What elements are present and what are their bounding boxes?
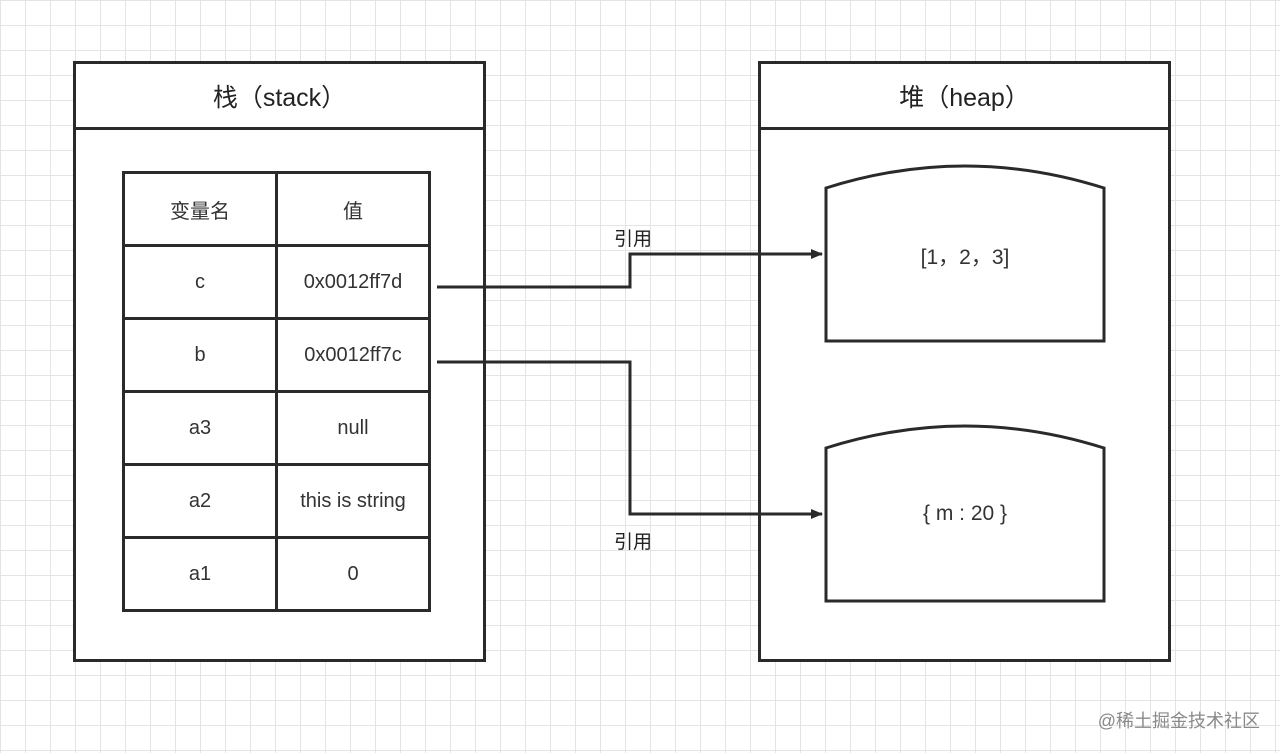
- table-row: a3 null: [122, 390, 431, 466]
- variable-name-cell: a1: [122, 536, 278, 612]
- table-row: a1 0: [122, 536, 431, 612]
- variable-value-cell: this is string: [275, 463, 431, 539]
- watermark: @稀土掘金技术社区: [1097, 711, 1260, 731]
- reference-arrow: [437, 249, 823, 289]
- column-header-value: 值: [275, 171, 431, 247]
- heap-object-label: [1，2，3]: [920, 246, 1010, 269]
- variable-table: 变量名 值 c 0x0012ff7d b 0x0012ff7c a3 null …: [122, 171, 431, 612]
- variable-name-cell: c: [122, 244, 278, 320]
- variable-name-cell: b: [122, 317, 278, 393]
- reference-label: 引用: [614, 229, 653, 250]
- variable-value-cell: 0x0012ff7c: [275, 317, 431, 393]
- heap-object-shape: [824, 164, 1106, 343]
- variable-value-cell: null: [275, 390, 431, 466]
- reference-arrow: [437, 360, 823, 519]
- heap-title: 堆（heap）: [761, 64, 1168, 130]
- heap-object-label: { m : 20 }: [922, 502, 1008, 525]
- variable-name-cell: a3: [122, 390, 278, 466]
- table-row: c 0x0012ff7d: [122, 244, 431, 320]
- table-row: a2 this is string: [122, 463, 431, 539]
- variable-name-cell: a2: [122, 463, 278, 539]
- column-header-name: 变量名: [122, 171, 278, 247]
- heap-object-shape: [824, 424, 1106, 603]
- variable-value-cell: 0x0012ff7d: [275, 244, 431, 320]
- variable-value-cell: 0: [275, 536, 431, 612]
- reference-label: 引用: [614, 532, 653, 553]
- stack-title: 栈（stack）: [76, 64, 483, 130]
- table-header-row: 变量名 值: [122, 171, 431, 247]
- table-row: b 0x0012ff7c: [122, 317, 431, 393]
